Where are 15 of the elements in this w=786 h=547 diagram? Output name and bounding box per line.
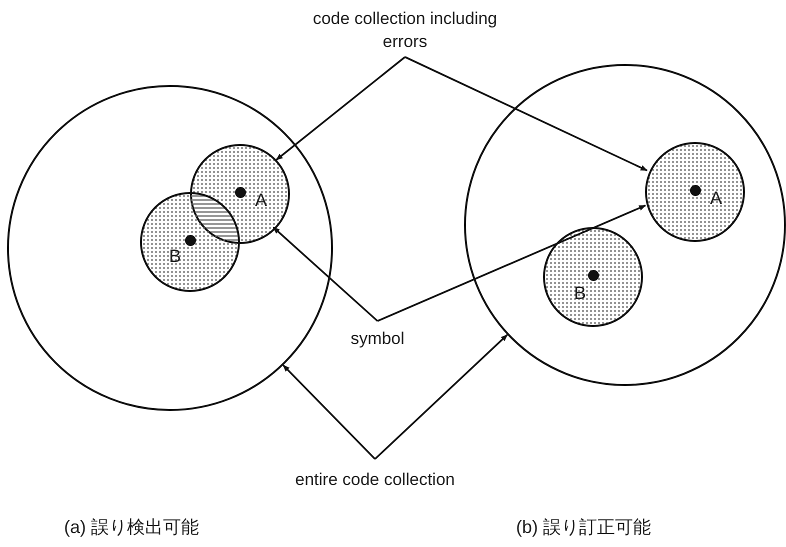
leader-arrow — [404, 56, 648, 172]
leader-arrow — [282, 364, 376, 460]
point-label: B — [574, 283, 586, 303]
leader-arrow — [374, 334, 508, 460]
point-label: B — [169, 246, 182, 266]
leader-arrow — [377, 204, 646, 322]
panel-caption: (b) 誤り訂正可能 — [516, 516, 651, 539]
callout-text: symbol — [350, 328, 404, 350]
point-label: A — [710, 188, 722, 208]
callout-text: code collection including errors — [312, 8, 498, 52]
point-label: A — [255, 190, 268, 210]
leader-arrow — [272, 226, 378, 322]
panel-caption: (a) 誤り検出可能 — [64, 516, 199, 539]
callout-text: entire code collection — [295, 468, 455, 490]
leader-arrow — [276, 56, 406, 161]
